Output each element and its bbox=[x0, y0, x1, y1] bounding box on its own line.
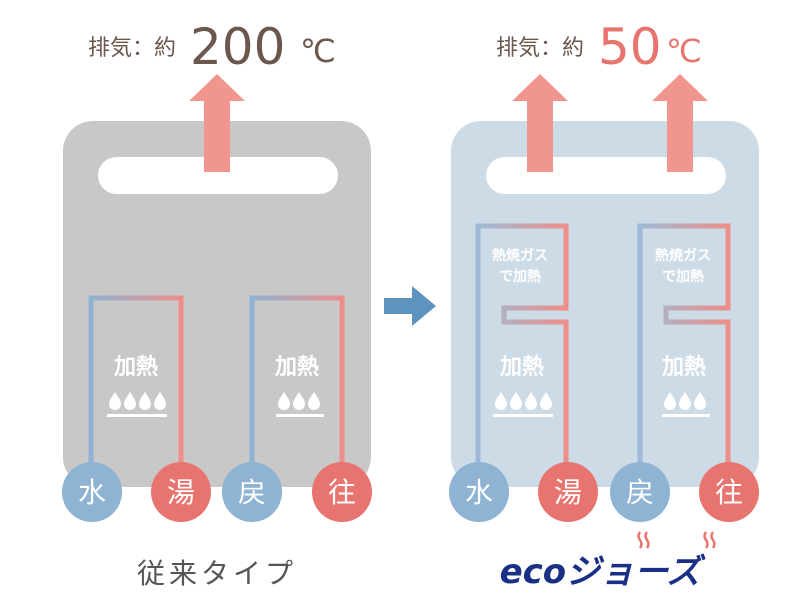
eco-gas-label-1-line2: で加熱 bbox=[499, 268, 541, 285]
eco-heat-label-2: 加熱 bbox=[661, 354, 706, 380]
eco-port-water bbox=[449, 462, 509, 522]
eco-gas-label-2-line2: で加熱 bbox=[662, 268, 704, 285]
conventional-boiler-body bbox=[63, 121, 371, 487]
eco-exhaust-arrow-2 bbox=[652, 74, 708, 172]
conventional-exhaust-arrow bbox=[189, 74, 245, 172]
conventional-pipe-right bbox=[249, 295, 345, 473]
eco-pipe-left bbox=[475, 223, 569, 473]
conventional-exhaust-prefix: 排気：約 bbox=[88, 36, 176, 61]
eco-flame-drops-2 bbox=[662, 392, 710, 417]
eco-logo: ecoジョーズ bbox=[500, 531, 716, 592]
eco-port-hot bbox=[538, 462, 598, 522]
eco-pipe-right bbox=[637, 223, 731, 473]
eco-exhaust-temp: 50 bbox=[598, 18, 662, 76]
port-supply-label: 往 bbox=[328, 476, 356, 509]
eco-port-return-label: 戻 bbox=[626, 476, 654, 509]
conventional-exhaust-slot bbox=[98, 157, 338, 194]
flame-drops-1 bbox=[107, 392, 167, 417]
port-return-label: 戻 bbox=[238, 476, 266, 509]
eco-port-water-label: 水 bbox=[465, 476, 493, 509]
steam-icon-1 bbox=[637, 531, 643, 549]
port-water-label: 水 bbox=[78, 476, 106, 509]
transition-arrow bbox=[384, 286, 436, 326]
eco-port-supply-label: 往 bbox=[715, 476, 743, 509]
eco-port-supply bbox=[699, 462, 759, 522]
eco-exhaust-prefix: 排気：約 bbox=[496, 36, 584, 61]
conventional-heat-label-1: 加熱 bbox=[113, 354, 158, 380]
conventional-unit: 排気：約 200 ℃ 加熱 加熱 水 湯 戻 往 bbox=[62, 18, 372, 590]
conventional-caption: 従来タイプ bbox=[137, 557, 297, 590]
conventional-exhaust-unit: ℃ bbox=[300, 32, 336, 70]
eco-exhaust-unit: ℃ bbox=[666, 32, 702, 70]
port-hot bbox=[151, 462, 211, 522]
conventional-pipe-left bbox=[88, 295, 184, 473]
eco-heat-label-1: 加熱 bbox=[499, 354, 544, 380]
conventional-heat-label-2: 加熱 bbox=[274, 354, 319, 380]
port-water bbox=[62, 462, 122, 522]
eco-unit: 排気：約 50 ℃ 熱焼ガス で加熱 熱焼ガス で加熱 加熱 加熱 水 湯 bbox=[449, 18, 759, 592]
eco-gas-label-2-line1: 熱焼ガス bbox=[655, 247, 711, 264]
eco-port-hot-label: 湯 bbox=[554, 476, 582, 509]
flame-drops-2 bbox=[276, 392, 324, 417]
eco-flame-drops-1 bbox=[493, 392, 553, 417]
port-supply bbox=[312, 462, 372, 522]
port-return bbox=[222, 462, 282, 522]
eco-exhaust-arrow-1 bbox=[512, 74, 568, 172]
steam-icon-2 bbox=[644, 531, 650, 549]
eco-logo-text: ecoジョーズ bbox=[500, 552, 707, 592]
eco-boiler-body bbox=[451, 121, 759, 487]
port-hot-label: 湯 bbox=[167, 476, 195, 509]
steam-icon-4 bbox=[710, 531, 716, 549]
steam-icon-3 bbox=[703, 531, 709, 549]
conventional-exhaust-temp: 200 bbox=[190, 18, 285, 76]
eco-port-return bbox=[610, 462, 670, 522]
eco-gas-label-1-line1: 熱焼ガス bbox=[492, 247, 548, 264]
